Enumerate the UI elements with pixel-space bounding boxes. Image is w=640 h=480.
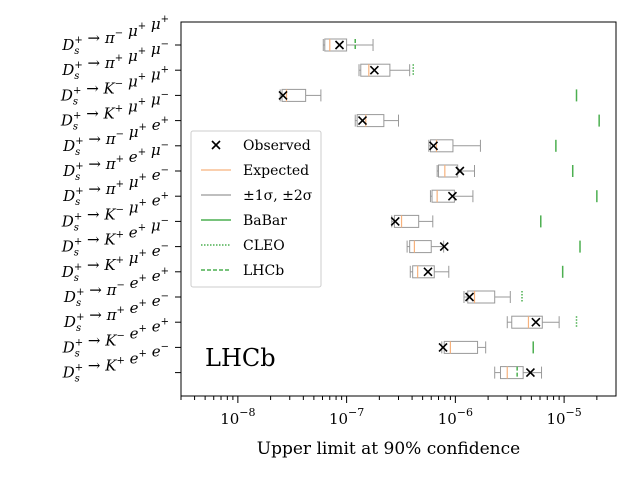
- legend-label-observed: Observed: [243, 138, 311, 154]
- channel-row: [428, 139, 557, 153]
- channel-row: [463, 290, 523, 304]
- channel-label: Ds+ → π− μ+ e+: [62, 115, 169, 158]
- sigma-box: [443, 340, 479, 354]
- observed-marker: [278, 90, 288, 100]
- channel-row: [278, 88, 578, 102]
- sigma-box: [431, 189, 455, 203]
- observed-marker: [390, 216, 400, 226]
- channel-label: Ds+ → K− e+ e+: [62, 316, 169, 359]
- sigma-box: [467, 290, 496, 304]
- channel-row: [354, 114, 600, 128]
- sigma-box: [412, 265, 435, 279]
- channel-label: Ds+ → K− μ+ e+: [61, 190, 169, 233]
- legend-label-babar: BaBar: [243, 213, 287, 229]
- observed-marker: [455, 166, 465, 176]
- channel-row: [438, 340, 534, 354]
- channel-row: [409, 265, 564, 279]
- x-tick-label: 10−8: [220, 406, 255, 428]
- x-axis: 10−8 10−7 10−6 10−5: [180, 396, 598, 428]
- channel-label: Ds+ → K+ e+ e−: [62, 342, 169, 385]
- legend-label-expected: Expected: [243, 163, 309, 179]
- observed-marker: [438, 342, 448, 352]
- y-axis: Ds+ → π− μ+ μ+Ds+ → π+ μ+ μ−Ds+ → K− μ+ …: [60, 14, 181, 385]
- channel-row: [390, 214, 542, 228]
- legend-label-cleo: CLEO: [243, 238, 285, 254]
- sigma-box: [409, 240, 432, 254]
- sigma-box: [281, 88, 307, 102]
- channel-label: Ds+ → π+ e+ e−: [63, 291, 169, 334]
- channel-label: Ds+ → π+ μ+ μ−: [61, 39, 169, 82]
- channel-label: Ds+ → π+ e+ μ−: [62, 140, 169, 183]
- observed-marker: [428, 141, 439, 151]
- channel-row: [429, 189, 598, 203]
- x-axis-title: Upper limit at 90% confidence: [257, 439, 520, 459]
- legend-label-bands: ±1σ, ±2σ: [243, 188, 313, 204]
- x-tick-label: 10−7: [329, 406, 364, 428]
- channel-label: Ds+ → K+ μ+ e−: [61, 241, 169, 284]
- x-tick-label: 10−6: [438, 406, 473, 428]
- sigma-box: [429, 139, 454, 153]
- observed-marker: [531, 317, 541, 327]
- channel-label: Ds+ → π+ μ+ e−: [62, 165, 169, 208]
- observed-marker: [525, 368, 535, 378]
- channel-row: [322, 38, 374, 52]
- observed-marker: [447, 191, 458, 201]
- observed-marker: [357, 116, 368, 126]
- legend-swatch-observed: [211, 140, 221, 150]
- channel-row: [506, 315, 578, 329]
- sigma-box: [324, 38, 348, 52]
- sigma-box: [511, 315, 543, 329]
- channel-label: Ds+ → π− μ+ μ+: [61, 14, 169, 57]
- sigma-box: [438, 164, 459, 178]
- sigma-box: [499, 366, 524, 380]
- channel-row: [494, 366, 543, 380]
- sigma-box: [356, 114, 385, 128]
- channel-label: Ds+ → K− μ+ μ+: [60, 64, 169, 107]
- channel-row: [406, 240, 581, 254]
- channel-label: Ds+ → K+ μ+ μ−: [60, 90, 169, 133]
- observed-marker: [334, 40, 345, 50]
- observed-marker: [423, 267, 433, 277]
- x-tick-label: 10−5: [546, 406, 581, 428]
- legend-label-lhcb: LHCb: [243, 263, 284, 279]
- sigma-box: [360, 63, 391, 77]
- sigma-box: [393, 214, 420, 228]
- plot-area: [278, 38, 600, 380]
- lhcb-annotation: LHCb: [205, 344, 276, 372]
- channel-row: [358, 63, 415, 77]
- channel-row: [436, 164, 574, 178]
- channel-label: Ds+ → π− e+ e+: [63, 266, 169, 309]
- channel-label: Ds+ → K+ e+ μ−: [61, 216, 169, 259]
- observed-marker: [439, 242, 449, 252]
- observed-marker: [369, 65, 379, 75]
- observed-marker: [464, 292, 475, 302]
